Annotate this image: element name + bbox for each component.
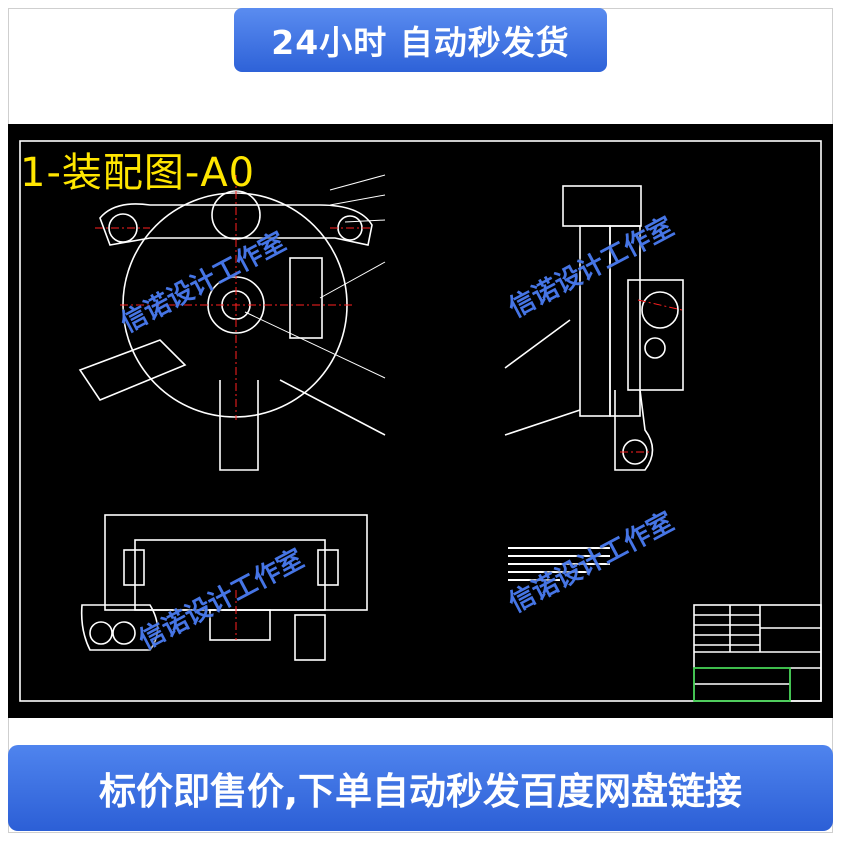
bottom-banner: 标价即售价,下单自动秒发百度网盘链接 — [8, 745, 833, 831]
drawing-border — [19, 140, 822, 702]
title-block — [693, 604, 822, 702]
drawing-title: 1-装配图-A0 — [20, 150, 256, 196]
top-banner-text: 24小时 自动秒发货 — [271, 23, 570, 62]
technical-notes — [508, 547, 610, 581]
side-view — [504, 185, 684, 471]
cad-drawing-area — [8, 124, 833, 718]
center-lines — [95, 175, 683, 640]
leader-lines — [244, 174, 386, 379]
top-banner: 24小时 自动秒发货 — [234, 8, 607, 72]
title-block-green-cells — [693, 667, 791, 702]
bottom-banner-text: 标价即售价,下单自动秒发百度网盘链接 — [98, 770, 743, 813]
